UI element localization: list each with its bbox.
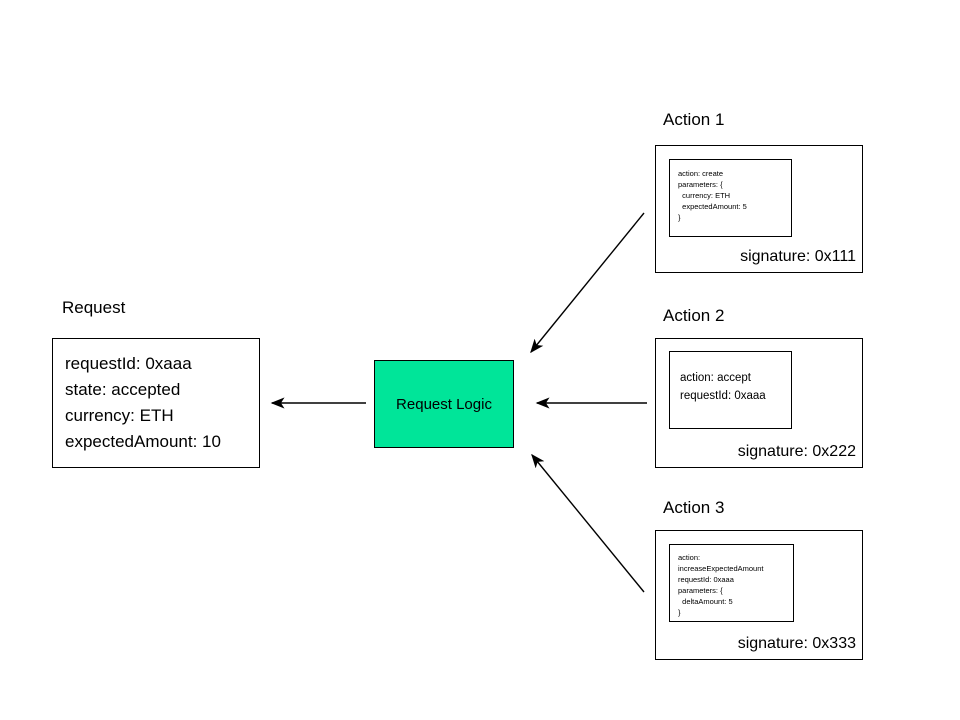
action-3-box: action: increaseExpectedAmount requestId… [655, 530, 863, 660]
arrow-action1-to-logic [530, 212, 645, 354]
code-line: increaseExpectedAmount [678, 564, 764, 573]
action-2-signature: signature: 0x222 [737, 443, 856, 460]
code-line: parameters: { [678, 586, 723, 595]
code-line: requestId: 0xaaa [680, 390, 766, 402]
code-line: requestId: 0xaaa [678, 575, 734, 584]
action-2-code-block: action: accept requestId: 0xaaa [669, 351, 792, 429]
action-1-box: action: create parameters: { currency: E… [655, 145, 863, 273]
code-line: currency: ETH [678, 191, 731, 200]
action-2-box: action: accept requestId: 0xaaa signatur… [655, 338, 863, 468]
code-line: action: create [678, 169, 724, 178]
request-box: requestId: 0xaaa state: accepted currenc… [52, 338, 260, 468]
arrow-action3-to-logic [531, 453, 645, 593]
request-field-expectedamount: expectedAmount: 10 [65, 432, 221, 451]
action-3-signature: signature: 0x333 [737, 635, 856, 652]
action-3-caption: Action 3 [663, 498, 725, 517]
action-2-caption: Action 2 [663, 306, 725, 325]
request-field-currency: currency: ETH [65, 406, 174, 425]
request-field-state: state: accepted [65, 380, 181, 399]
action-1-signature: signature: 0x111 [740, 248, 856, 265]
request-logic-box: Request Logic [374, 360, 514, 448]
request-caption: Request [62, 298, 126, 317]
code-line: deltaAmount: 5 [678, 597, 733, 606]
code-line: action: [678, 553, 701, 562]
code-line: } [678, 213, 681, 222]
request-field-requestid: requestId: 0xaaa [65, 354, 192, 373]
code-line: parameters: { [678, 180, 723, 189]
action-1-caption: Action 1 [663, 110, 725, 129]
code-line: action: accept [680, 372, 751, 384]
code-line: expectedAmount: 5 [678, 202, 747, 211]
action-3-code-block: action: increaseExpectedAmount requestId… [669, 544, 794, 622]
request-logic-label: Request Logic [396, 395, 492, 413]
code-line: } [678, 608, 681, 617]
action-1-code-block: action: create parameters: { currency: E… [669, 159, 792, 237]
